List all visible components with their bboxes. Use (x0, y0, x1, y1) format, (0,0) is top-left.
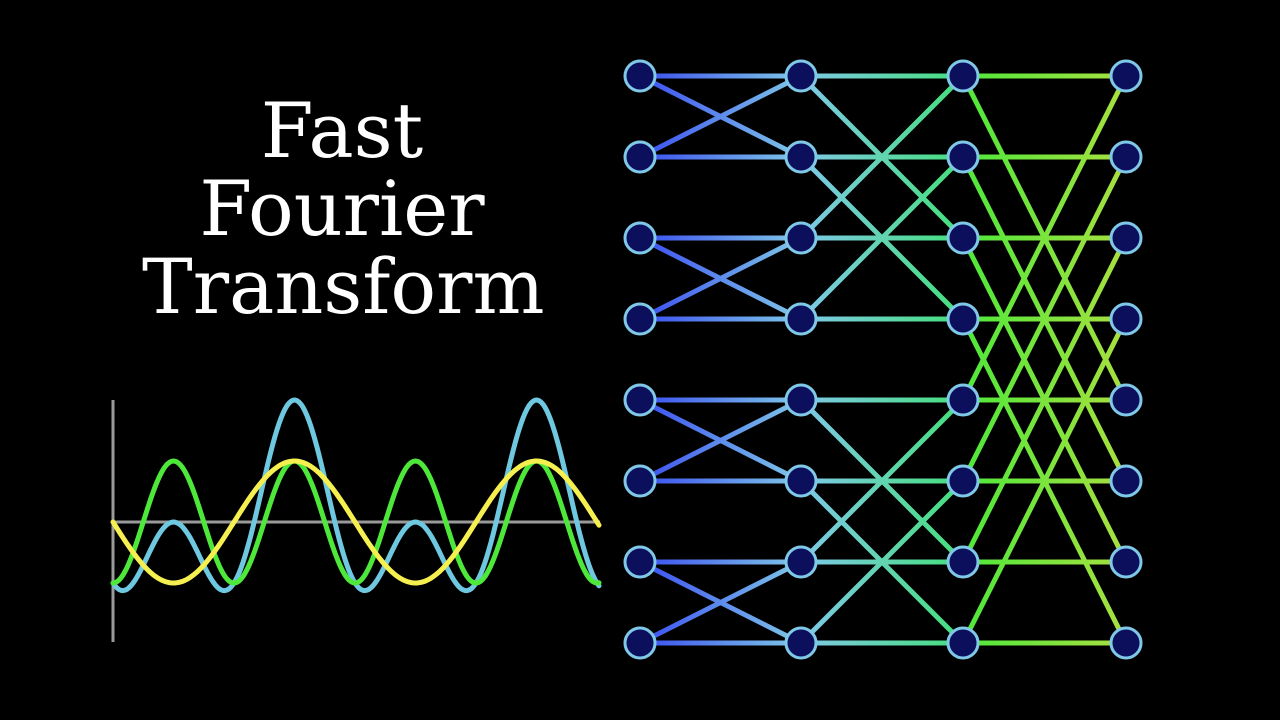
butterfly-node (946, 464, 980, 498)
butterfly-edge (798, 397, 966, 565)
butterfly-node (784, 626, 818, 660)
butterfly-node (1109, 545, 1143, 579)
butterfly-node (946, 626, 980, 660)
butterfly-node (623, 464, 657, 498)
butterfly-node (784, 545, 818, 579)
butterfly-node (784, 383, 818, 417)
butterfly-edges (637, 73, 1129, 646)
butterfly-node (946, 545, 980, 579)
wave-high-frequency (110, 458, 602, 586)
butterfly-edge (637, 235, 804, 322)
butterfly-node (1109, 140, 1143, 174)
butterfly-edge (960, 73, 1129, 403)
butterfly-node (1109, 302, 1143, 336)
butterfly-edge (798, 73, 966, 241)
butterfly-node (1109, 59, 1143, 93)
butterfly-node (623, 221, 657, 255)
butterfly-node (946, 302, 980, 336)
butterfly-node (784, 302, 818, 336)
butterfly-node (1109, 464, 1143, 498)
wave-low-frequency (110, 458, 602, 586)
wave-plot (110, 397, 602, 642)
butterfly-node (946, 383, 980, 417)
butterfly-edge (798, 478, 966, 646)
title-line-transform: Transform (142, 242, 545, 331)
butterfly-node (784, 140, 818, 174)
butterfly-edge (637, 559, 804, 646)
butterfly-edge (960, 316, 1129, 646)
title: Fast Fourier Transform (142, 86, 545, 331)
butterfly-node (623, 302, 657, 336)
butterfly-edge (960, 235, 1129, 565)
butterfly-edge (637, 73, 804, 160)
butterfly-node (946, 221, 980, 255)
butterfly-node (946, 140, 980, 174)
butterfly-edge (637, 397, 804, 484)
butterfly-node (623, 59, 657, 93)
title-line-fourier: Fourier (199, 164, 485, 253)
butterfly-nodes (623, 59, 1143, 660)
butterfly-node (623, 626, 657, 660)
butterfly-node (1109, 626, 1143, 660)
butterfly-node (1109, 383, 1143, 417)
butterfly-edge (960, 154, 1129, 484)
butterfly-node (946, 59, 980, 93)
butterfly-node (784, 59, 818, 93)
butterfly-node (623, 545, 657, 579)
title-line-fast: Fast (260, 86, 424, 175)
butterfly-node (623, 140, 657, 174)
butterfly-node (1109, 221, 1143, 255)
wave-sum (110, 397, 602, 594)
butterfly-node (623, 383, 657, 417)
butterfly-edge (798, 154, 966, 322)
butterfly-node (784, 221, 818, 255)
butterfly-node (784, 464, 818, 498)
